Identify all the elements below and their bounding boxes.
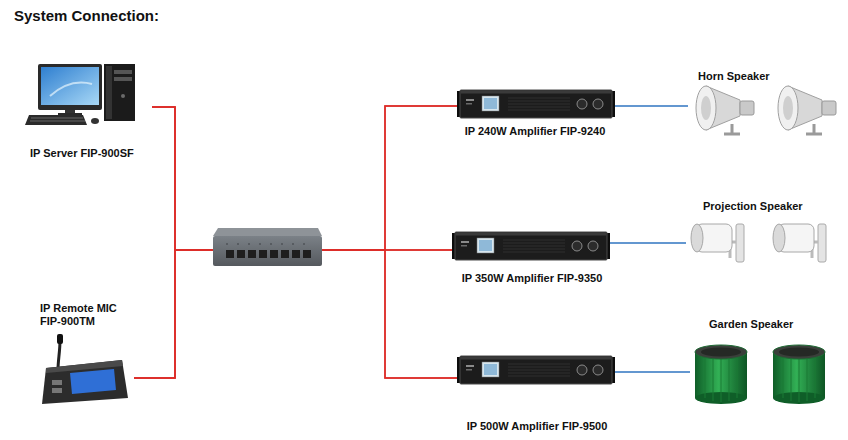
device-node: IP 240W Amplifier FIP-9240 [458, 88, 612, 138]
device-label: IP Server FIP-900SF [30, 147, 134, 160]
speaker-cable [612, 105, 688, 107]
device-node: IP 350W Amplifier FIP-9350 [455, 230, 609, 285]
network-switch-illustration [303, 250, 311, 258]
speaker-cable [614, 371, 690, 373]
network-cable [134, 250, 460, 378]
device-label: Horn Speaker [698, 70, 770, 83]
network-cable [134, 250, 455, 378]
network-switch-illustration [281, 250, 289, 258]
computer-illustration [121, 94, 125, 98]
remote-mic-illustration [70, 369, 116, 394]
diagram-title: System Connection: [14, 7, 159, 24]
device-node: Projection Speaker [686, 200, 836, 266]
device-label: IP 240W Amplifier FIP-9240 [465, 125, 606, 138]
network-switch-illustration [270, 250, 278, 258]
network-cable [134, 106, 458, 378]
device-node: Horn Speaker [688, 70, 840, 138]
device-node: Garden Speaker [690, 318, 830, 408]
amplifier-illustration [457, 90, 615, 118]
device-node: IP 500W Amplifier FIP-9500 [460, 354, 614, 433]
computer-illustration [114, 70, 132, 74]
device-label: IP 350W Amplifier FIP-9350 [462, 272, 603, 285]
computer-illustration [104, 64, 135, 121]
computer-illustration [106, 66, 112, 119]
network-switch-illustration [226, 250, 234, 258]
garden-speaker-illustration [773, 345, 825, 404]
speaker-cable [609, 242, 686, 244]
device-label: IP Remote MIC FIP-900TM [40, 302, 130, 328]
garden-speaker-illustration [695, 345, 747, 404]
remote-mic-illustration [52, 388, 62, 393]
network-cable [152, 107, 460, 378]
device-label: IP 500W Amplifier FIP-9500 [467, 420, 608, 433]
network-switch-illustration [248, 250, 256, 258]
device-node: IP Server FIP-900SF [22, 58, 152, 160]
horn-speaker-illustration [778, 86, 836, 134]
network-switch-illustration [237, 250, 245, 258]
computer-illustration [50, 83, 92, 97]
projection-speaker-illustration [691, 224, 744, 262]
computer-illustration [30, 118, 85, 121]
projection-speaker-illustration [773, 224, 826, 262]
network-cable [152, 106, 458, 250]
amplifier-illustration [457, 356, 615, 384]
network-switch-illustration [226, 244, 311, 245]
remote-mic-illustration [42, 334, 128, 404]
computer-illustration [25, 64, 135, 125]
remote-mic-illustration [57, 334, 63, 344]
computer-illustration [91, 118, 99, 124]
amplifier-illustration [452, 232, 610, 260]
computer-illustration [114, 77, 132, 81]
computer-illustration [38, 64, 102, 110]
computer-illustration [41, 67, 99, 105]
network-cable [152, 107, 455, 250]
device-label: Projection Speaker [703, 200, 803, 213]
network-switch-illustration [292, 250, 300, 258]
remote-mic-illustration [42, 360, 128, 404]
remote-mic-illustration [58, 340, 60, 370]
remote-mic-illustration [52, 380, 62, 385]
network-switch-illustration [259, 250, 267, 258]
network-switch-illustration [213, 236, 322, 266]
network-switch-illustration [213, 228, 322, 266]
device-label: Garden Speaker [709, 318, 793, 331]
computer-illustration [25, 115, 87, 125]
horn-speaker-illustration [696, 86, 754, 134]
device-node: IP Remote MIC FIP-900TM [38, 302, 134, 408]
network-switch-illustration [213, 228, 322, 236]
